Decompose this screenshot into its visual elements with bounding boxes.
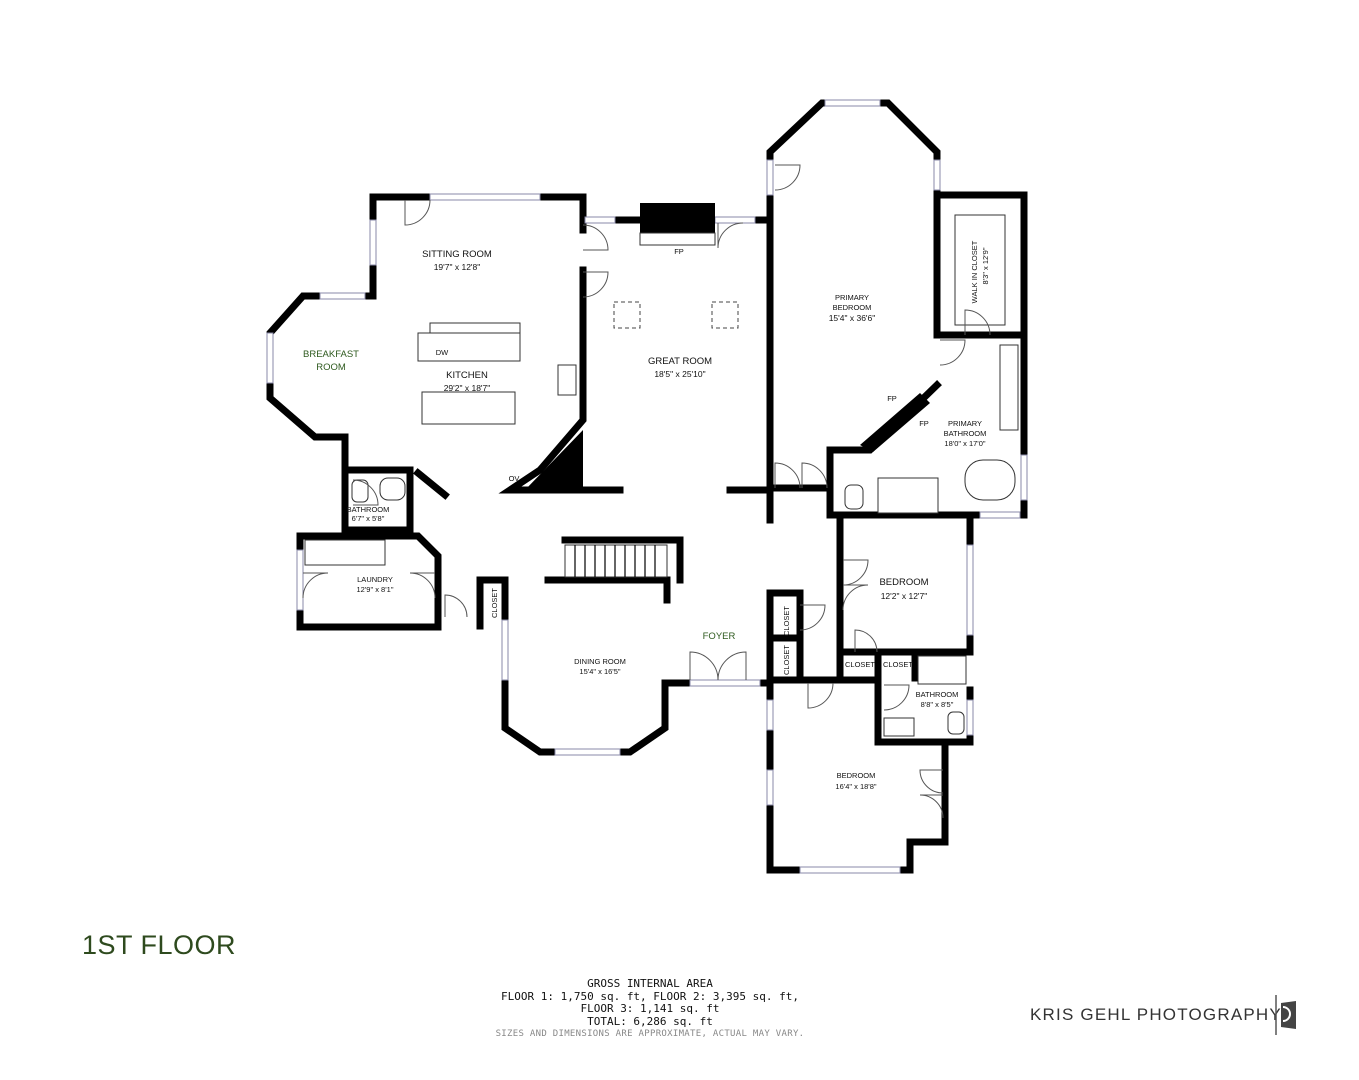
fixtures [304,203,1019,737]
great-room-dims: 18'5" x 25'10" [654,369,705,379]
closet-label-hall: CLOSET [490,588,499,618]
breakfast-room-name-1: BREAKFAST [303,349,359,360]
foyer-name: FOYER [703,631,736,642]
closet-label-foyer-2: CLOSET [782,645,791,675]
fixture-labels: FP FP FP DW OV CLOSET CLOSET CLOSET CLOS… [436,247,929,675]
primary-bathroom-name-1: PRIMARY [948,419,982,428]
bathroom-1-dims: 6'7" x 5'8" [352,514,385,523]
stairs [564,544,668,578]
bedroom-1-dims: 12'2" x 12'7" [881,591,928,601]
kitchen-dims: 29'2" x 18'7" [444,383,491,393]
closet-label-bedroom-1: CLOSET [845,660,875,669]
great-room-fp-label: FP [674,247,684,256]
brand-logo-icon [1275,995,1296,1035]
area-line-1: FLOOR 1: 1,750 sq. ft, FLOOR 2: 3,395 sq… [500,989,799,1003]
sitting-room-name: SITTING ROOM [422,249,492,260]
windows [266,99,1028,874]
laundry-dims: 12'9" x 8'1" [357,585,394,594]
bedroom-2-name: BEDROOM [837,771,876,780]
kitchen-name: KITCHEN [446,370,488,381]
floor-title: 1ST FLOOR [82,930,237,960]
area-heading: GROSS INTERNAL AREA [587,977,713,990]
brand-name: KRIS GEHL PHOTOGRAPHY [1030,1005,1282,1024]
closet-label-foyer-1: CLOSET [782,606,791,636]
doors [302,164,991,819]
walk-in-closet-name: WALK IN CLOSET [970,240,979,303]
area-disclaimer: SIZES AND DIMENSIONS ARE APPROXIMATE, AC… [495,1029,805,1040]
great-room-name: GREAT ROOM [648,356,712,367]
closet-label-bedroom-2: CLOSET [883,660,913,669]
walk-in-closet-dims: 8'3" x 12'9" [981,247,990,284]
area-line-2: FLOOR 3: 1,141 sq. ft [580,1002,720,1016]
dishwasher-label: DW [436,348,449,357]
primary-bathroom-name-2: BATHROOM [944,429,987,438]
primary-bath-fp-label: FP [919,419,929,428]
bathroom-2-dims: 8'8" x 8'5" [921,700,954,709]
dining-room-name: DINING ROOM [574,657,626,666]
gross-area-summary: GROSS INTERNAL AREA FLOOR 1: 1,750 sq. f… [470,977,830,1041]
bathroom-1-name: BATHROOM [347,505,390,514]
breakfast-room-name-2: ROOM [316,362,346,373]
bathroom-2-name: BATHROOM [916,690,959,699]
primary-bedroom-name-2: BEDROOM [833,303,872,312]
sitting-room-dims: 19'7" x 12'8" [434,262,481,272]
primary-bedroom-fp-label: FP [887,394,897,403]
primary-bedroom-name-1: PRIMARY [835,293,869,302]
primary-bedroom-dims: 15'4" x 36'6" [829,313,876,323]
bedroom-2-dims: 16'4" x 18'8" [835,782,876,791]
primary-bathroom-dims: 18'0" x 17'0" [944,439,985,448]
bedroom-1-name: BEDROOM [879,577,928,588]
oven-label: OV [509,474,520,483]
area-line-3: TOTAL: 6,286 sq. ft [587,1014,713,1028]
laundry-name: LAUNDRY [357,575,393,584]
room-labels: SITTING ROOM 19'7" x 12'8" BREAKFAST ROO… [303,240,990,791]
dining-room-dims: 15'4" x 16'5" [579,667,620,676]
